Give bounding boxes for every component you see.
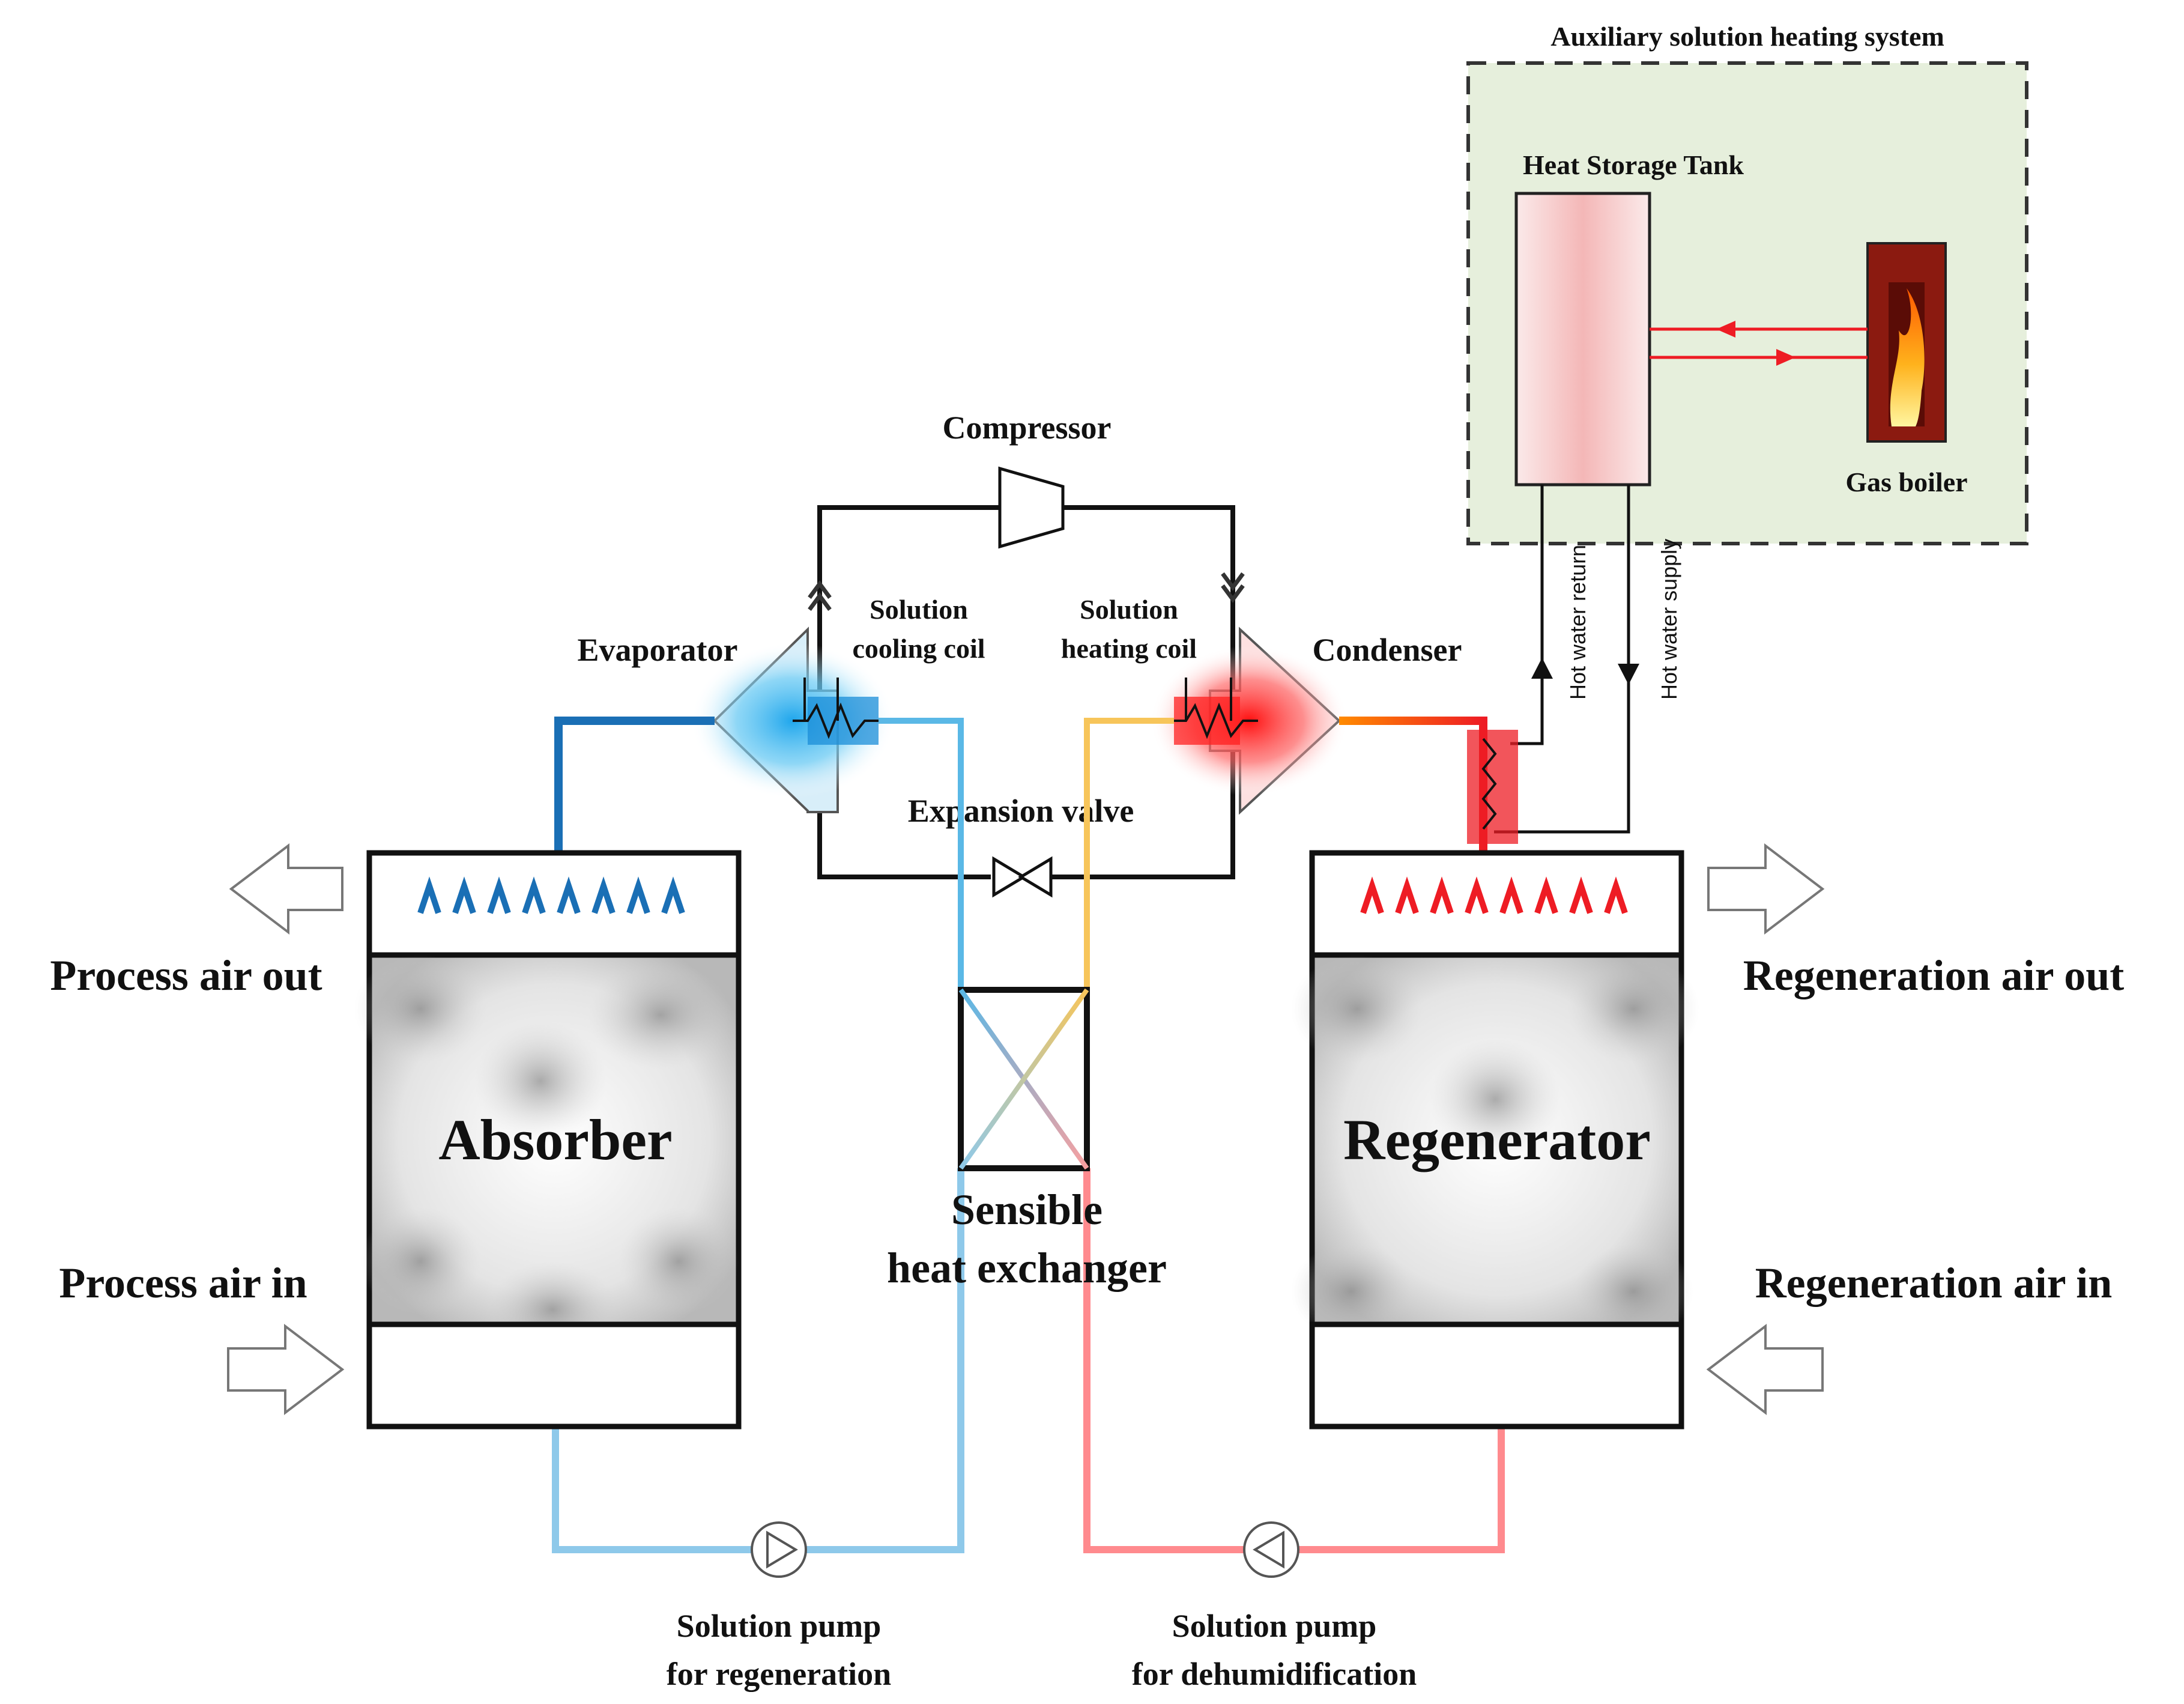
weak-solution-pump-to-hx-line bbox=[1083, 1168, 1246, 1553]
warm-solution-to-condenser-line bbox=[1084, 718, 1174, 990]
auxiliary-system-title: Auxiliary solution heating system bbox=[1550, 21, 1944, 52]
hot-water-return-label: Hot water return bbox=[1565, 545, 1590, 700]
regeneration-air-out-label: Regeneration air out bbox=[1743, 951, 2125, 999]
hot-water-return-arrow bbox=[1531, 658, 1553, 679]
tank-to-boiler-arrow bbox=[1776, 349, 1795, 366]
process-air-out-arrow bbox=[229, 843, 343, 935]
absorber: Absorber bbox=[354, 850, 742, 1430]
hot-water-return-pipe bbox=[1510, 485, 1544, 745]
regeneration-air-out-arrow bbox=[1707, 843, 1825, 935]
condenser: Condenser Solution heating coil bbox=[1061, 594, 1462, 815]
solution-cooling-coil-label-2: cooling coil bbox=[852, 633, 985, 664]
solution-heating-coil-label-2: heating coil bbox=[1061, 633, 1197, 664]
auxiliary-system: Auxiliary solution heating system Heat S… bbox=[1466, 21, 2028, 834]
gas-boiler bbox=[1866, 242, 1947, 443]
pump-left-arrow-icon bbox=[1253, 1530, 1284, 1569]
regenerator: Regenerator bbox=[1291, 850, 1699, 1430]
pump-dehum-label-2: for dehumidification bbox=[1132, 1656, 1417, 1692]
regenerator-label: Regenerator bbox=[1343, 1108, 1651, 1172]
compressor-label: Compressor bbox=[943, 410, 1112, 446]
pump-regen-label-1: Solution pump bbox=[677, 1608, 882, 1644]
process-air-in-arrow bbox=[227, 1323, 345, 1416]
pump-regen-label-2: for regeneration bbox=[667, 1656, 891, 1692]
heat-storage-tank bbox=[1514, 192, 1651, 487]
sensible-hx-label-1: Sensible bbox=[951, 1186, 1103, 1234]
evaporator-label: Evaporator bbox=[578, 632, 738, 668]
process-air-out-label: Process air out bbox=[50, 951, 322, 999]
hot-water-supply-label: Hot water supply bbox=[1657, 539, 1681, 700]
up-flow-chevron-icon bbox=[808, 580, 832, 611]
solution-cooling-coil-label-1: Solution bbox=[870, 594, 968, 625]
heat-storage-tank-label: Heat Storage Tank bbox=[1523, 150, 1744, 180]
expansion-valve-symbol bbox=[991, 854, 1053, 900]
regeneration-air-in-arrow bbox=[1706, 1323, 1824, 1416]
solution-pump-regeneration bbox=[751, 1521, 807, 1578]
absorber-label: Absorber bbox=[438, 1108, 672, 1172]
pumps: Solution pump for regeneration Solution … bbox=[667, 1521, 1417, 1692]
hot-solution-to-regenerator-line bbox=[1339, 717, 1487, 870]
down-flow-chevron-icon bbox=[1221, 572, 1245, 603]
absorber-sump bbox=[366, 1321, 742, 1430]
regenerator-spray-nozzles-icon bbox=[1360, 876, 1628, 914]
pump-dehum-label-1: Solution pump bbox=[1172, 1608, 1377, 1644]
condenser-label: Condenser bbox=[1312, 632, 1462, 668]
solution-cooling-coil-icon bbox=[793, 702, 880, 739]
pump-right-arrow-icon bbox=[766, 1530, 798, 1569]
regenerator-sump bbox=[1309, 1321, 1684, 1430]
air-arrows: Process air out Process air in Regenerat… bbox=[50, 843, 2125, 1416]
solution-heating-coil-icon bbox=[1174, 702, 1258, 739]
solution-heating-coil-label-1: Solution bbox=[1080, 594, 1178, 625]
sensible-hx-label-2: heat exchanger bbox=[887, 1244, 1167, 1292]
compressor-symbol bbox=[998, 466, 1065, 549]
hot-water-supply-pipe bbox=[1494, 485, 1630, 834]
expansion-valve-label: Expansion valve bbox=[908, 793, 1134, 829]
regeneration-air-in-label: Regeneration air in bbox=[1755, 1259, 2113, 1307]
cool-solution-return-line bbox=[879, 718, 964, 990]
solution-pump-dehumidification bbox=[1243, 1521, 1299, 1578]
gas-boiler-label: Gas boiler bbox=[1845, 467, 1967, 497]
hot-water-supply-arrow bbox=[1618, 664, 1639, 685]
sensible-heat-exchanger: Sensible heat exchanger bbox=[887, 987, 1167, 1292]
cool-solution-hx-to-pump-line bbox=[805, 1168, 964, 1553]
auxiliary-heat-exchanger-coil-icon bbox=[1481, 738, 1497, 830]
boiler-to-tank-arrow bbox=[1716, 321, 1735, 338]
evaporator: Evaporator Solution cooling coil bbox=[578, 594, 985, 813]
absorber-spray-nozzles-icon bbox=[417, 876, 685, 914]
process-air-in-label: Process air in bbox=[59, 1259, 307, 1307]
